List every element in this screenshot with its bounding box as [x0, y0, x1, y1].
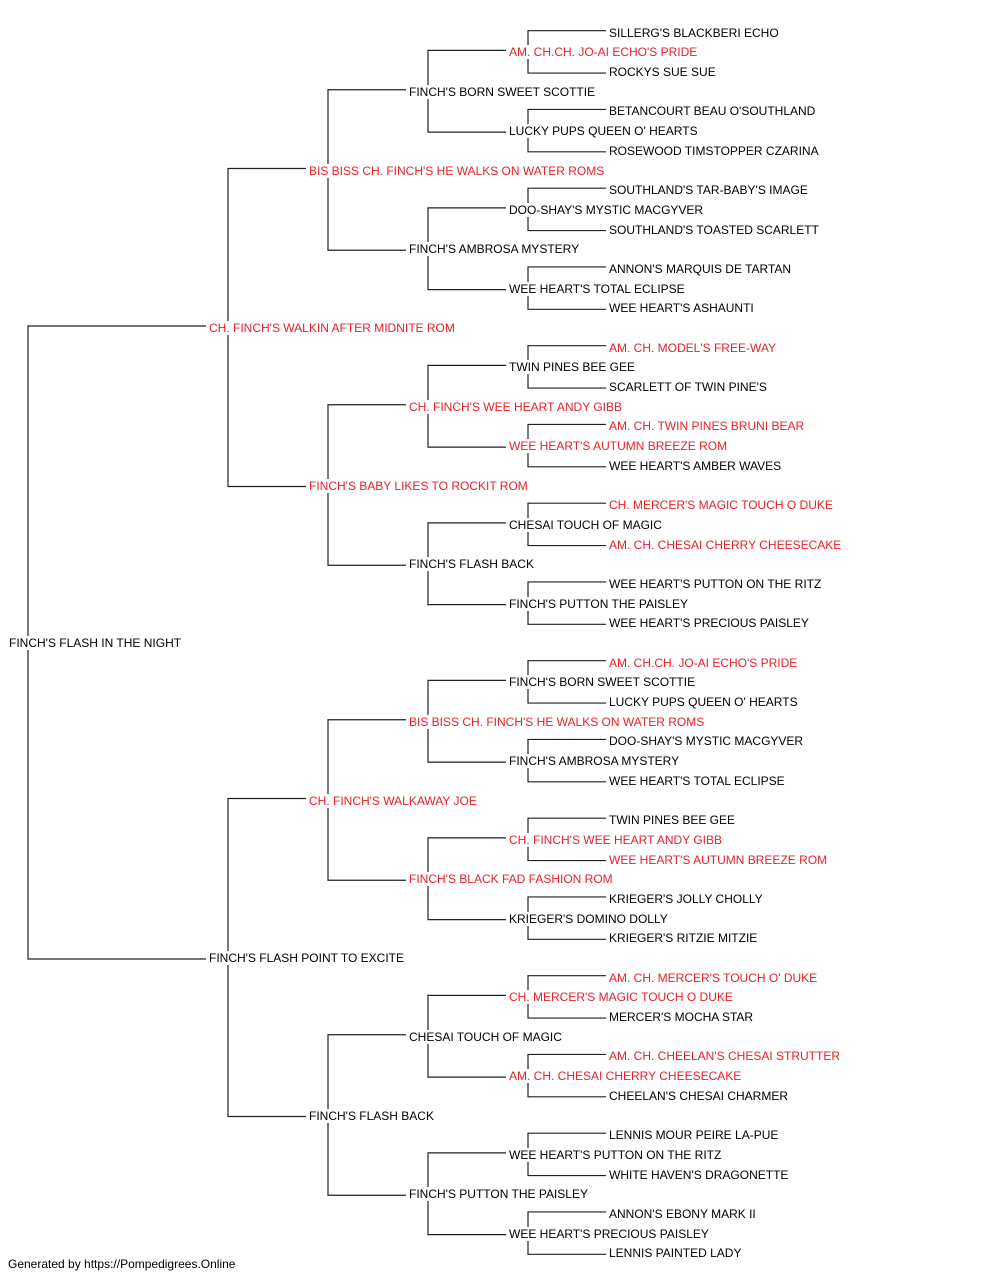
ancestor-name-gen3-1: FINCH'S AMBROSA MYSTERY: [408, 242, 581, 257]
ancestor-name-gen3-6: CHESAI TOUCH OF MAGIC: [408, 1029, 563, 1044]
ancestor-name-gen3-5: FINCH'S BLACK FAD FASHION ROM: [408, 872, 614, 887]
ancestor-name-gen5-14: WEE HEART'S PUTTON ON THE RITZ: [608, 576, 823, 591]
connector-3-5: [427, 837, 506, 921]
ancestor-name-gen3-0: FINCH'S BORN SWEET SCOTTIE: [408, 84, 597, 99]
ancestor-name-gen4-2: DOO-SHAY'S MYSTIC MACGYVER: [508, 202, 705, 217]
ancestor-name-gen4-9: FINCH'S AMBROSA MYSTERY: [508, 754, 681, 769]
connector-0-0: [27, 325, 206, 960]
ancestor-name-gen1-1: FINCH'S FLASH POINT TO EXCITE: [208, 951, 405, 965]
ancestor-name-gen4-5: WEE HEART'S AUTUMN BREEZE ROM: [508, 439, 729, 454]
ancestor-name-gen5-23: KRIEGER'S RITZIE MITZIE: [608, 931, 759, 946]
ancestor-name-gen4-6: CHESAI TOUCH OF MAGIC: [508, 517, 663, 532]
connector-1-1: [227, 797, 306, 1118]
connector-3-7: [427, 1152, 506, 1236]
ancestor-name-gen5-1: ROCKYS SUE SUE: [608, 65, 717, 80]
connector-2-2: [327, 719, 406, 881]
ancestor-name-gen2-2: CH. FINCH'S WALKAWAY JOE: [308, 793, 478, 808]
ancestor-name-gen5-16: AM. CH.CH. JO-AI ECHO'S PRIDE: [608, 655, 799, 670]
ancestor-name-gen5-18: DOO-SHAY'S MYSTIC MACGYVER: [608, 734, 805, 749]
ancestor-name-gen5-5: SOUTHLAND'S TOASTED SCARLETT: [608, 222, 820, 237]
ancestor-name-gen5-25: MERCER'S MOCHA STAR: [608, 1010, 755, 1025]
ancestor-name-gen5-3: ROSEWOOD TIMSTOPPER CZARINA: [608, 143, 820, 158]
ancestor-name-gen4-11: KRIEGER'S DOMINO DOLLY: [508, 911, 669, 926]
generated-by-footer: Generated by https://Pompedigrees.Online: [8, 1257, 236, 1271]
ancestor-name-gen5-6: ANNON'S MARQUIS DE TARTAN: [608, 261, 793, 276]
ancestor-name-gen5-26: AM. CH. CHEELAN'S CHESAI STRUTTER: [608, 1049, 841, 1064]
ancestor-name-gen5-0: SILLERG'S BLACKBERI ECHO: [608, 25, 780, 40]
ancestor-name-gen5-29: WHITE HAVEN'S DRAGONETTE: [608, 1167, 790, 1182]
ancestor-name-gen4-10: CH. FINCH'S WEE HEART ANDY GIBB: [508, 832, 723, 847]
ancestor-name-gen5-31: LENNIS PAINTED LADY: [608, 1246, 743, 1261]
ancestor-name-gen4-13: AM. CH. CHESAI CHERRY CHEESECAKE: [508, 1069, 743, 1084]
ancestor-name-gen4-1: LUCKY PUPS QUEEN O' HEARTS: [508, 124, 699, 139]
ancestor-name-gen4-8: FINCH'S BORN SWEET SCOTTIE: [508, 675, 697, 690]
connector-3-6: [427, 994, 506, 1078]
ancestor-name-gen5-17: LUCKY PUPS QUEEN O' HEARTS: [608, 695, 799, 710]
ancestor-name-gen3-2: CH. FINCH'S WEE HEART ANDY GIBB: [408, 399, 623, 414]
ancestor-name-gen5-11: WEE HEART'S AMBER WAVES: [608, 458, 783, 473]
ancestor-name-gen5-10: AM. CH. TWIN PINES BRUNI BEAR: [608, 419, 806, 434]
connector-3-0: [427, 49, 506, 133]
ancestor-name-gen5-4: SOUTHLAND'S TAR-BABY'S IMAGE: [608, 183, 809, 198]
ancestor-name-gen5-21: WEE HEART'S AUTUMN BREEZE ROM: [608, 852, 829, 867]
ancestor-name-gen5-24: AM. CH. MERCER'S TOUCH O' DUKE: [608, 970, 819, 985]
connector-3-2: [427, 364, 506, 448]
ancestor-name-gen5-19: WEE HEART'S TOTAL ECLIPSE: [608, 773, 786, 788]
ancestor-name-gen3-4: BIS BISS CH. FINCH'S HE WALKS ON WATER R…: [408, 714, 706, 729]
ancestor-name-gen5-15: WEE HEART'S PRECIOUS PAISLEY: [608, 616, 810, 631]
ancestor-name-gen4-7: FINCH'S PUTTON THE PAISLEY: [508, 596, 689, 611]
ancestor-name-gen5-27: CHEELAN'S CHESAI CHARMER: [608, 1088, 789, 1103]
ancestor-name-gen5-8: AM. CH. MODEL'S FREE-WAY: [608, 340, 777, 355]
ancestor-name-gen5-30: ANNON'S EBONY MARK II: [608, 1206, 757, 1221]
ancestor-name-gen5-28: LENNIS MOUR PEIRE LA-PUE: [608, 1128, 780, 1143]
connector-2-1: [327, 404, 406, 566]
ancestor-name-gen5-2: BETANCOURT BEAU O'SOUTHLAND: [608, 104, 817, 119]
ancestor-name-gen3-7: FINCH'S PUTTON THE PAISLEY: [408, 1187, 589, 1202]
ancestor-name-gen5-7: WEE HEART'S ASHAUNTI: [608, 301, 755, 316]
connector-3-3: [427, 522, 506, 606]
ancestor-name-gen4-3: WEE HEART'S TOTAL ECLIPSE: [508, 281, 686, 296]
ancestor-name-gen2-1: FINCH'S BABY LIKES TO ROCKIT ROM: [308, 478, 529, 493]
ancestor-name-gen5-9: SCARLETT OF TWIN PINE'S: [608, 380, 768, 395]
ancestor-name-gen5-13: AM. CH. CHESAI CHERRY CHEESECAKE: [608, 537, 843, 552]
connector-2-3: [327, 1034, 406, 1196]
ancestor-name-gen3-3: FINCH'S FLASH BACK: [408, 557, 535, 572]
ancestor-name-gen4-14: WEE HEART'S PUTTON ON THE RITZ: [508, 1147, 723, 1162]
subject-dog-name: FINCH'S FLASH IN THE NIGHT: [8, 636, 183, 650]
connector-3-1: [427, 207, 506, 291]
ancestor-name-gen4-4: TWIN PINES BEE GEE: [508, 360, 637, 375]
connector-2-0: [327, 89, 406, 251]
ancestor-name-gen4-12: CH. MERCER'S MAGIC TOUCH O DUKE: [508, 990, 734, 1005]
ancestor-name-gen5-12: CH. MERCER'S MAGIC TOUCH O DUKE: [608, 498, 834, 513]
ancestor-name-gen2-0: BIS BISS CH. FINCH'S HE WALKS ON WATER R…: [308, 163, 606, 178]
ancestor-name-gen5-20: TWIN PINES BEE GEE: [608, 813, 737, 828]
ancestor-name-gen5-22: KRIEGER'S JOLLY CHOLLY: [608, 891, 764, 906]
ancestor-name-gen4-15: WEE HEART'S PRECIOUS PAISLEY: [508, 1226, 710, 1241]
connector-3-4: [427, 679, 506, 763]
ancestor-name-gen1-0: CH. FINCH'S WALKIN AFTER MIDNITE ROM: [208, 321, 456, 335]
ancestor-name-gen4-0: AM. CH.CH. JO-AI ECHO'S PRIDE: [508, 45, 699, 60]
ancestor-name-gen2-3: FINCH'S FLASH BACK: [308, 1108, 435, 1123]
connector-1-0: [227, 167, 306, 488]
